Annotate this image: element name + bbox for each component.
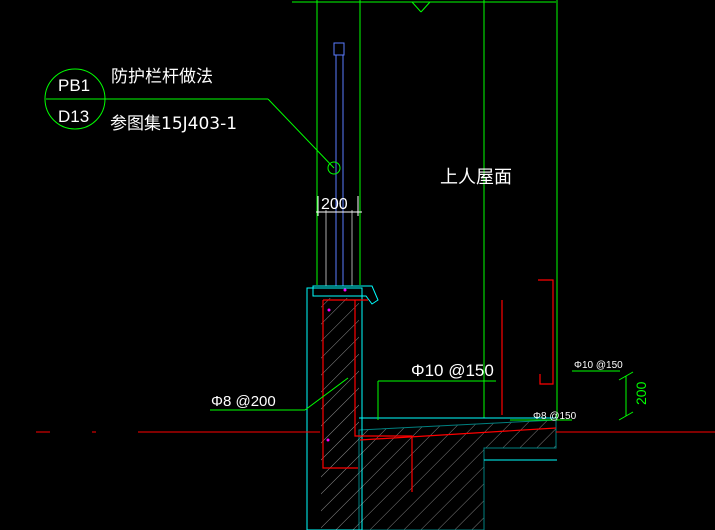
callout-circle-bottom: D13 <box>58 107 89 126</box>
dimension-right <box>618 371 634 421</box>
rebar-lines <box>322 279 557 492</box>
callout-symbol <box>44 68 341 175</box>
dimension-label-right: 200 <box>633 381 649 405</box>
dimension-rail-width <box>316 196 362 216</box>
callout-reference: 参图集15J403-1 <box>110 114 237 134</box>
rebar-label-right-top: Φ10 @150 <box>574 360 623 371</box>
roof-slab <box>358 417 557 530</box>
railing-verticals <box>325 210 353 286</box>
railing-post <box>333 42 345 286</box>
rebar-dots <box>326 288 347 442</box>
building-outline <box>292 0 558 420</box>
parapet-wall <box>306 285 379 530</box>
callout-title: 防护栏杆做法 <box>111 67 213 87</box>
rebar-leaders <box>210 370 620 421</box>
dimension-label-rail: 200 <box>321 196 348 213</box>
rebar-label-right-bottom: Φ8 @150 <box>533 411 577 422</box>
rebar-label-slab-top: Φ10 @150 <box>411 361 494 380</box>
rebar-label-parapet: Φ8 @200 <box>211 393 276 410</box>
roof-label: 上人屋面 <box>440 167 512 188</box>
callout-circle-top: PB1 <box>58 76 90 95</box>
